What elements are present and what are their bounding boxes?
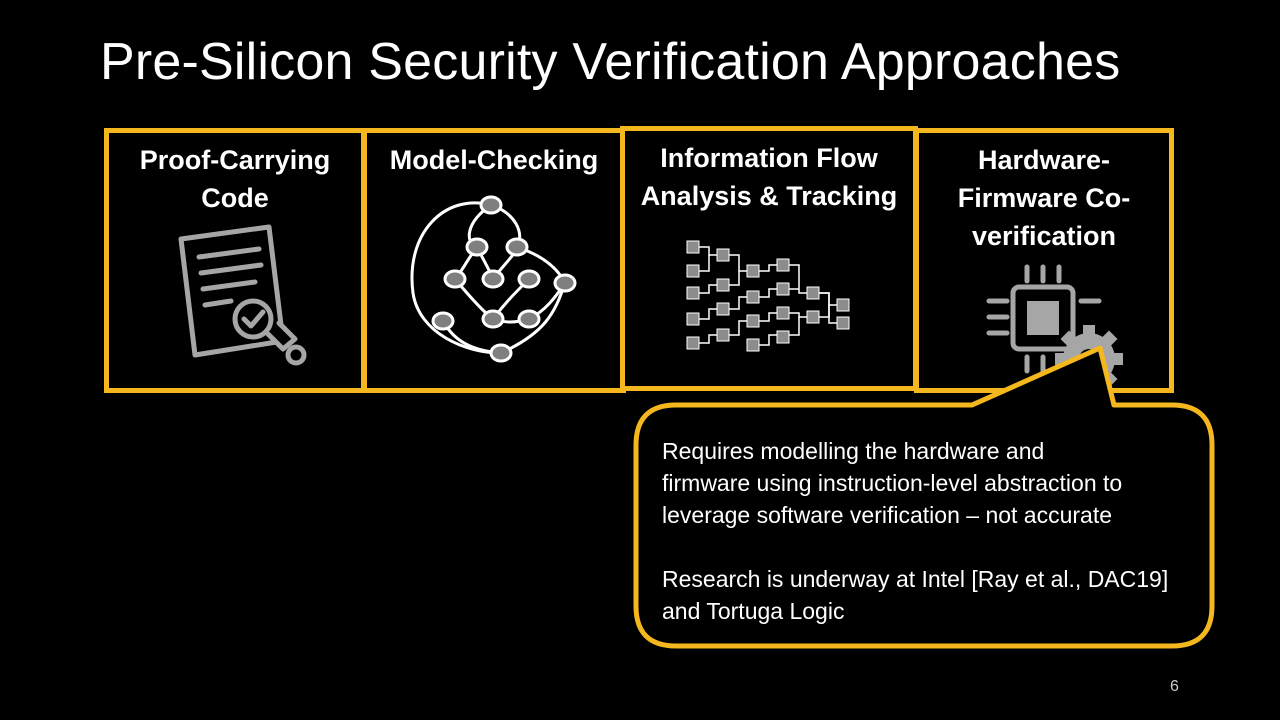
card-model-checking: Model-Checking [362,128,626,393]
information-flow-network-icon [686,240,850,352]
callout-line: leverage software verification – not acc… [662,502,1113,528]
callout-line: firmware using instruction-level abstrac… [662,470,1123,496]
callout-text: Requires modelling the hardware and firm… [662,435,1202,627]
card-title: Information Flow Analysis & Tracking [640,143,898,211]
callout-line: and Tortuga Logic [662,598,845,624]
card-title: Proof-Carrying Code [139,145,331,213]
card-title: Hardware- Firmware Co- verification [957,145,1131,251]
card-title: Model-Checking [389,145,599,175]
state-graph-icon [410,195,577,363]
slide-title: Pre-Silicon Security Verification Approa… [100,33,1121,91]
callout-line: Requires modelling the hardware and [662,438,1045,464]
certificate-document-icon [178,224,307,366]
callout-line: Research is underway at Intel [Ray et al… [662,566,1169,592]
card-proof-carrying-code: Proof-Carrying Code [104,128,366,393]
slide-number: 6 [1170,678,1179,695]
